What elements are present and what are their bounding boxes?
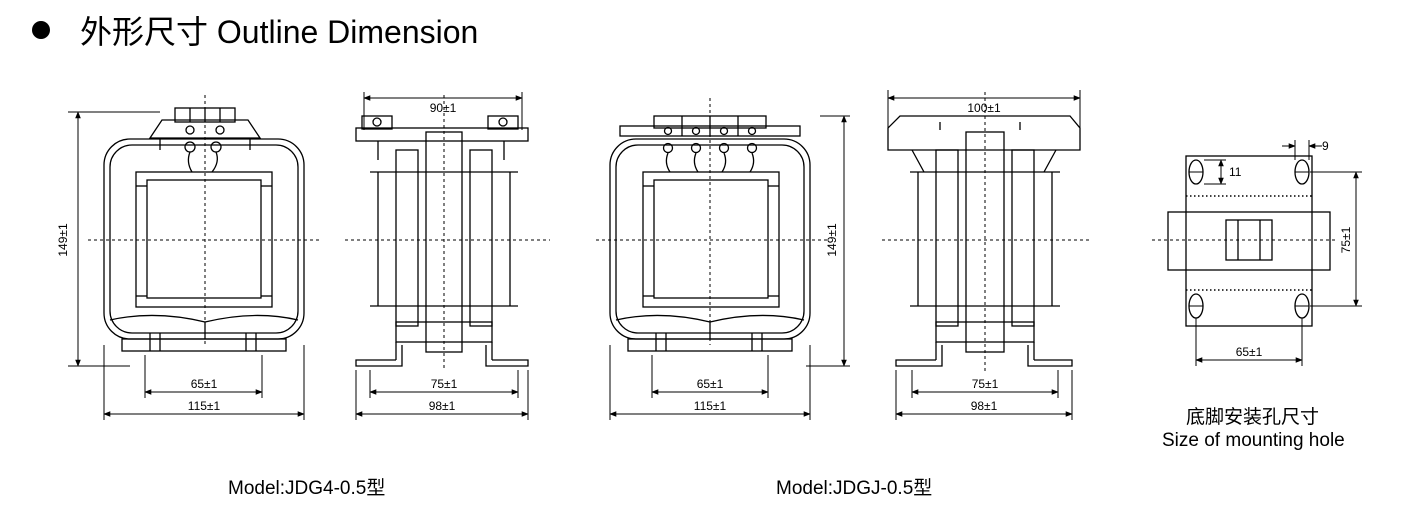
model2-side-outer-width-label: 98±1	[971, 399, 998, 413]
mounting-hole-caption-en: Size of mounting hole	[1162, 430, 1345, 451]
model1-side-inner-width-label: 75±1	[431, 377, 458, 391]
model1-height-label: 149±1	[56, 223, 70, 257]
model2-side-top-width-label: 100±1	[967, 101, 1001, 115]
model1-front-outer-width-label: 115±1	[188, 399, 221, 413]
mounting-horizontal-spacing-label: 65±1	[1236, 345, 1263, 359]
model2-front-outer-width-label: 115±1	[694, 399, 727, 413]
model2-side-inner-width-label: 75±1	[972, 377, 999, 391]
mounting-slot-height-label: 11	[1229, 165, 1242, 179]
model2-side-view	[882, 90, 1090, 420]
model1-front-view	[68, 95, 322, 420]
model2-front-inner-width-label: 65±1	[697, 377, 724, 391]
model2-front-view	[596, 98, 850, 420]
mounting-hole-caption-cn: 底脚安装孔尺寸	[1186, 406, 1320, 428]
model1-side-view	[345, 92, 550, 420]
model1-side-top-width-label: 90±1	[430, 101, 457, 115]
mounting-slot-width-label: 9	[1322, 139, 1329, 153]
mounting-vertical-spacing-label: 75±1	[1339, 226, 1353, 253]
model2-caption: Model:JDGJ-0.5型	[776, 478, 933, 499]
bullet-icon	[32, 21, 50, 39]
mounting-hole-view	[1152, 140, 1362, 366]
model1-front-inner-width-label: 65±1	[191, 377, 218, 391]
model1-side-outer-width-label: 98±1	[429, 399, 456, 413]
model1-caption: Model:JDG4-0.5型	[228, 478, 386, 499]
model2-height-label: 149±1	[825, 223, 839, 257]
heading-title: 外形尺寸 Outline Dimension	[80, 14, 479, 50]
section-heading: 外形尺寸 Outline Dimension	[32, 8, 478, 52]
